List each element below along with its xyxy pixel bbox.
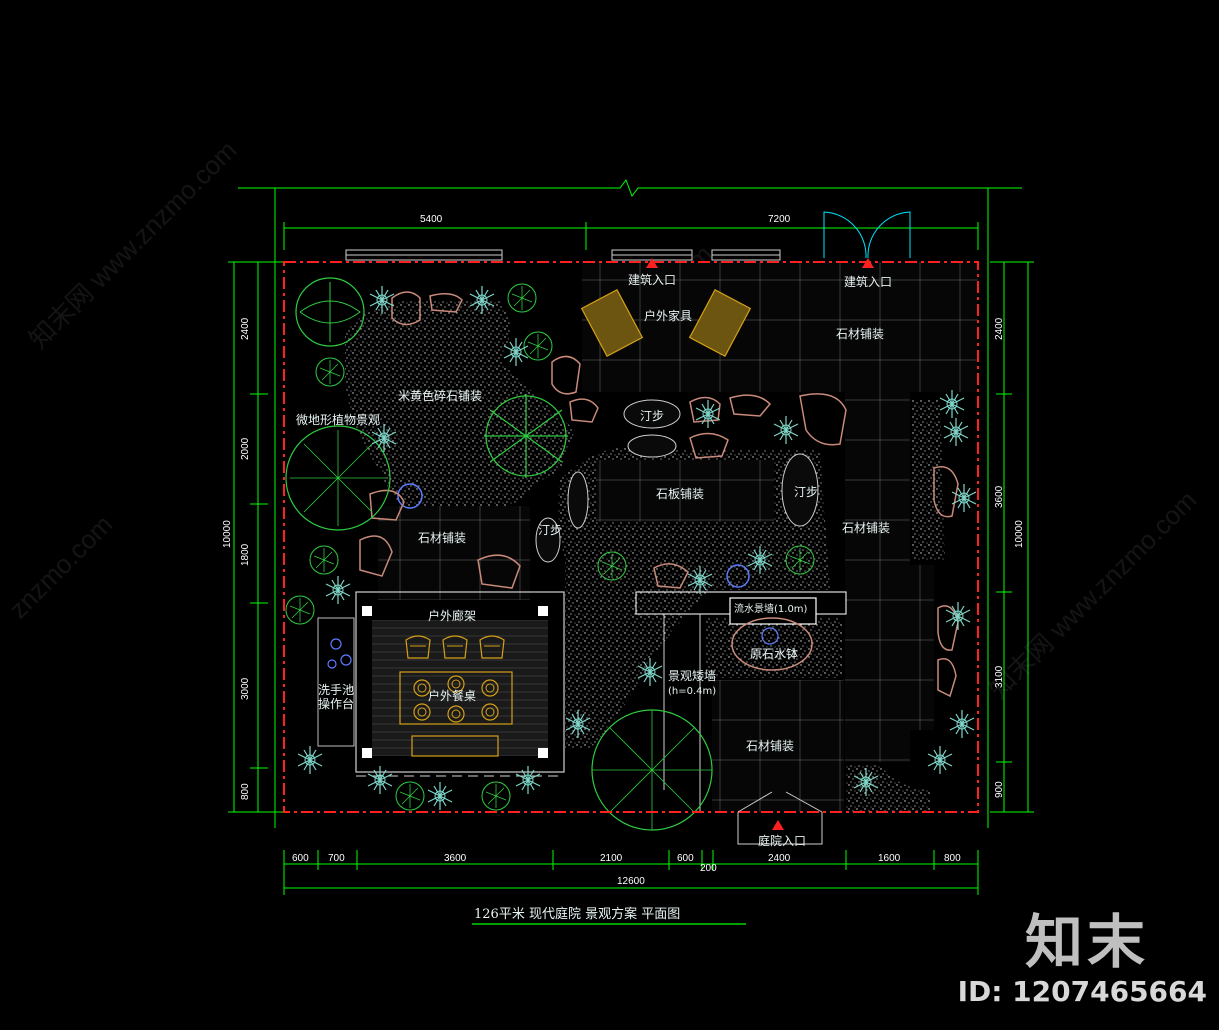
- label-stone-paving-top: 石材铺装: [836, 327, 884, 341]
- dimension-lines: [228, 178, 1034, 895]
- building-wall: [345, 249, 781, 261]
- svg-text:3600: 3600: [994, 485, 1005, 508]
- door-swing: [823, 211, 911, 259]
- label-wash-1: 洗手池: [318, 683, 354, 697]
- svg-text:3100: 3100: [994, 665, 1005, 688]
- svg-text:900: 900: [994, 781, 1005, 798]
- label-entry-2: 建筑入口: [844, 274, 892, 289]
- svg-text:10000: 10000: [222, 520, 233, 548]
- label-yard-entry: 庭院入口: [758, 833, 806, 848]
- label-wash-2: 操作台: [318, 696, 354, 711]
- outdoor-loungers: [580, 288, 752, 358]
- landscape-rocks: [359, 291, 959, 698]
- svg-text:3600: 3600: [444, 853, 467, 864]
- stepping-stones: [535, 399, 819, 563]
- water-feature: [397, 483, 847, 812]
- label-entry-1: 建筑入口: [628, 272, 676, 287]
- drawing-title: 126平米 现代庭院 景观方案 平面图: [474, 906, 680, 922]
- label-stone-paving-right: 石材铺装: [842, 521, 890, 535]
- svg-text:600: 600: [292, 853, 309, 864]
- svg-text:7200: 7200: [768, 214, 791, 225]
- svg-text:1600: 1600: [878, 853, 901, 864]
- svg-text:2100: 2100: [600, 853, 623, 864]
- svg-text:700: 700: [328, 853, 345, 864]
- label-outdoor-furniture: 户外家具: [644, 308, 692, 323]
- brand-logo: 知末: [1024, 908, 1149, 976]
- svg-text:知末网 www.znzmo.com: 知末网 www.znzmo.com: [23, 135, 242, 354]
- label-stepping-3: 汀步: [538, 523, 562, 537]
- label-pergola: 户外廊架: [428, 608, 476, 623]
- svg-text:10000: 10000: [1014, 520, 1025, 548]
- pergola: [355, 591, 565, 777]
- svg-text:2400: 2400: [240, 317, 251, 340]
- planting: [285, 277, 977, 831]
- entry-markers: [646, 258, 874, 830]
- svg-text:800: 800: [944, 853, 961, 864]
- svg-text:800: 800: [240, 783, 251, 800]
- label-water-bowl: 原石水钵: [750, 646, 798, 661]
- svg-text:600: 600: [677, 853, 694, 864]
- yard-gate: [737, 791, 823, 845]
- label-stone-paving-bottom: 石材铺装: [746, 739, 794, 753]
- svg-text:2000: 2000: [240, 437, 251, 460]
- label-feature-wall-2: (h=0.4m): [668, 686, 716, 697]
- label-stepping-1: 汀步: [640, 409, 664, 423]
- svg-text:200: 200: [700, 863, 717, 874]
- svg-text:2400: 2400: [768, 853, 791, 864]
- label-stepping-2: 汀步: [794, 485, 818, 499]
- label-micro-terrain: 微地形植物景观: [296, 412, 380, 427]
- label-water-wall: 流水景墙(1.0m): [734, 602, 808, 615]
- label-dining-table: 户外餐桌: [428, 688, 476, 703]
- svg-text:2400: 2400: [994, 317, 1005, 340]
- paving-areas: [378, 262, 978, 812]
- wash-station: [317, 617, 355, 747]
- svg-text:知末网 www.znzmo.com: 知末网 www.znzmo.com: [983, 485, 1202, 704]
- plan-labels: 建筑入口 建筑入口 户外家具 石材铺装 米黄色碎石铺装 微地形植物景观 汀步 汀…: [296, 272, 892, 848]
- svg-text:1800: 1800: [240, 543, 251, 566]
- svg-text:5400: 5400: [420, 214, 443, 225]
- label-feature-wall-1: 景观矮墙: [668, 669, 716, 683]
- label-slate-paving: 石板铺装: [656, 487, 704, 501]
- dimension-labels: 5400 7200 600 700 3600 2100 600 200 2400…: [222, 214, 1025, 887]
- svg-text:3000: 3000: [240, 677, 251, 700]
- label-stone-paving-left: 石材铺装: [418, 531, 466, 545]
- site-boundary: [283, 261, 979, 813]
- svg-text:12600: 12600: [617, 876, 645, 887]
- svg-text:znzmo.com: znzmo.com: [3, 509, 118, 624]
- label-gravel: 米黄色碎石铺装: [398, 388, 482, 403]
- image-id: ID: 1207465664: [957, 975, 1207, 1008]
